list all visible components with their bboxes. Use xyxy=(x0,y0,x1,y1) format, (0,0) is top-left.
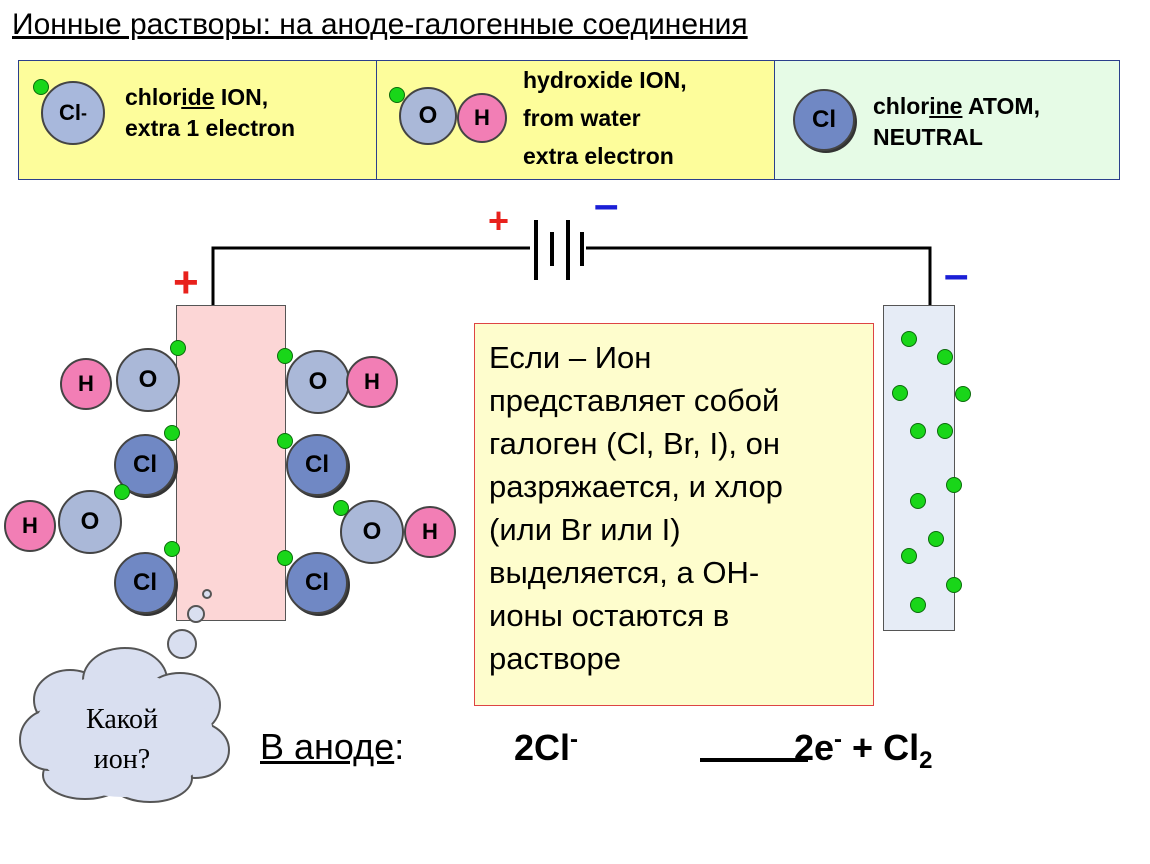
chlorine-text-b: ine xyxy=(929,93,963,119)
explanation-box: Если – Ион представляет собой галоген (C… xyxy=(474,323,874,706)
page-title: Ионные растворы: на аноде-галогенные сое… xyxy=(12,8,748,41)
chloride-description: chloride ION, extra 1 electron xyxy=(125,82,295,144)
battery-plus-sign: + xyxy=(488,200,510,241)
thought-line1: Какой xyxy=(86,704,158,735)
cathode-minus-sign: – xyxy=(944,250,969,299)
hydroxide-text-line2: from water xyxy=(523,105,641,131)
electron-dot xyxy=(946,577,962,593)
electron-dot xyxy=(277,433,293,449)
equation-product-subscript: 2 xyxy=(919,747,933,775)
anode-cl4: Cl xyxy=(286,552,348,614)
explanation-line: растворе xyxy=(489,641,622,676)
hydroxide-h-ball: H xyxy=(457,93,507,143)
electron-dot xyxy=(389,87,405,103)
legend-chlorine: Cl chlorine ATOM, NEUTRAL xyxy=(775,61,1119,179)
chloride-text-line2: extra 1 electron xyxy=(125,115,296,141)
bubble-small xyxy=(202,589,212,599)
explanation-line: разряжается, и хлор xyxy=(489,469,783,504)
equation-electron-charge: - xyxy=(834,726,843,753)
thought-text: Какой ион? xyxy=(52,700,192,780)
electron-dot xyxy=(114,484,130,500)
thought-line2: ион? xyxy=(93,744,151,775)
electron-dot xyxy=(928,531,944,547)
electron-dot xyxy=(277,348,293,364)
explanation-line: ионы остаются в xyxy=(489,598,730,633)
anode-oh1-o: O xyxy=(116,348,180,412)
equation-right: 2e- + Cl2 xyxy=(794,726,932,775)
chloride-symbol: Cl xyxy=(59,100,81,125)
electron-dot xyxy=(955,386,971,402)
legend-chloride: Cl- chloride ION, extra 1 electron xyxy=(19,61,377,179)
electron-dot xyxy=(910,493,926,509)
equation-reactant: 2Cl xyxy=(514,727,571,768)
bubble-large xyxy=(167,629,197,659)
anode-oh3-h: H xyxy=(346,356,398,408)
electron-dot xyxy=(33,79,49,95)
bubble-medium xyxy=(187,605,205,623)
electron-dot xyxy=(901,548,917,564)
electron-dot xyxy=(277,550,293,566)
anode-oh2-o: O xyxy=(58,490,122,554)
electron-dot xyxy=(170,340,186,356)
electron-dot xyxy=(937,349,953,365)
explanation-line: (или Br или I) xyxy=(489,512,681,547)
chlorine-description: chlorine ATOM, NEUTRAL xyxy=(873,91,1040,153)
anode-cl3: Cl xyxy=(286,434,348,496)
electron-dot xyxy=(164,541,180,557)
chlorine-text-a: chlor xyxy=(873,93,930,119)
explanation-line: галоген (Cl, Br, I), он xyxy=(489,426,781,461)
electron-dot xyxy=(937,423,953,439)
left-wire xyxy=(211,246,530,305)
hydroxide-description: hydroxide ION, from water extra electron xyxy=(523,61,687,175)
chloride-ion-ball: Cl- xyxy=(41,81,105,145)
cloud-body xyxy=(33,673,213,797)
chloride-charge: - xyxy=(81,102,87,123)
equation-product: + Cl xyxy=(842,727,920,768)
electron-dot xyxy=(164,425,180,441)
explanation-line: представляет собой xyxy=(489,383,780,418)
anode-oh4-o: O xyxy=(340,500,404,564)
chlorine-text-c: ATOM, xyxy=(962,93,1040,119)
chloride-text-a: chlor xyxy=(125,84,182,110)
explanation-line: выделяется, а OH- xyxy=(489,555,760,590)
equation-left: 2Cl- xyxy=(514,726,578,769)
equation-label: В аноде: xyxy=(260,726,404,768)
battery-minus-sign: – xyxy=(594,180,619,229)
anode-oh1-h: H xyxy=(60,358,112,410)
chlorine-atom-ball: Cl xyxy=(793,89,855,151)
anode-oh3-o: O xyxy=(286,350,350,414)
anode-oh4-h: H xyxy=(404,506,456,558)
anode-electrode xyxy=(176,305,286,621)
hydroxide-text-line3: extra electron xyxy=(523,143,674,169)
electron-dot xyxy=(901,331,917,347)
electron-dot xyxy=(333,500,349,516)
anode-cl2: Cl xyxy=(114,552,176,614)
reaction-arrow xyxy=(700,758,808,762)
equation-colon: : xyxy=(394,726,405,767)
electron-dot xyxy=(910,597,926,613)
anode-plus-sign: + xyxy=(173,258,199,307)
equation-electrons: 2e xyxy=(794,727,835,768)
equation-label-text: В аноде xyxy=(260,726,395,767)
electron-dot xyxy=(910,423,926,439)
thought-cloud xyxy=(19,589,230,803)
legend-hydroxide: O H hydroxide ION, from water extra elec… xyxy=(377,61,775,179)
electron-dot xyxy=(946,477,962,493)
chloride-text-b: ide xyxy=(181,84,215,110)
electron-dot xyxy=(892,385,908,401)
chloride-text-c: ION, xyxy=(214,84,269,110)
anode-cl1: Cl xyxy=(114,434,176,496)
explanation-line: Если – Ион xyxy=(489,340,652,375)
hydroxide-o-ball: O xyxy=(399,87,457,145)
hydroxide-text-line1: hydroxide ION, xyxy=(523,67,687,93)
right-wire xyxy=(586,246,932,305)
anode-oh2-h: H xyxy=(4,500,56,552)
equation-reactant-charge: - xyxy=(570,726,579,753)
chlorine-text-line2: NEUTRAL xyxy=(873,124,983,150)
legend-bar: Cl- chloride ION, extra 1 electron O H h… xyxy=(18,60,1120,180)
